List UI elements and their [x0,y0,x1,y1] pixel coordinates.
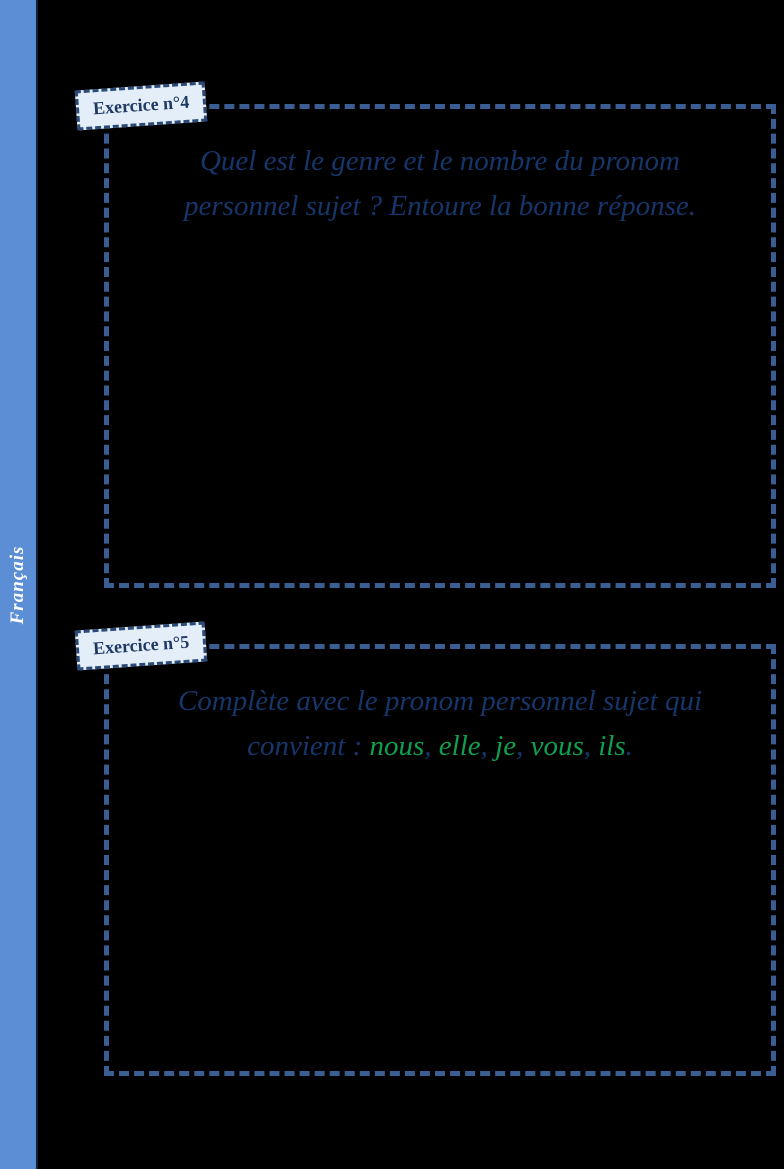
exercise-4-instruction: Quel est le genre et le nombre du pronom… [109,139,771,229]
subject-sidebar: Français [0,0,38,1169]
instruction-line: personnel sujet ? Entoure la bonne répon… [184,189,696,222]
instruction-line: Complète avec le pronom personnel sujet … [177,685,703,717]
exercise-4-box: Quel est le genre et le nombre du pronom… [104,104,776,588]
exercise-5-box: Complète avec le pronom personnel sujet … [104,644,776,1076]
exercise-5-instruction: Complète avec le pronom personnel sujet … [109,679,771,769]
instruction-line: convient : nous, elle, je, vous, ils. [247,729,633,762]
instruction-line: Quel est le genre et le nombre du pronom [199,145,680,177]
subject-label: Français [7,545,28,624]
